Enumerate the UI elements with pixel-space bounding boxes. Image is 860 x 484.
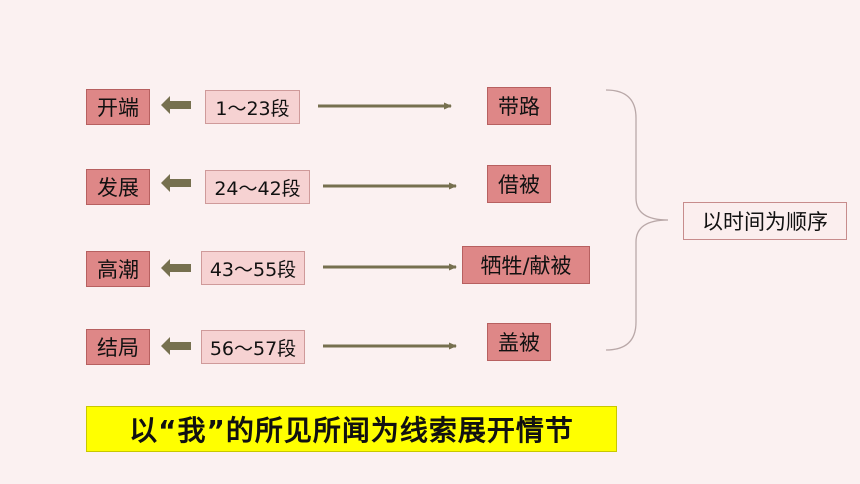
stage-box-opening: 开端 — [86, 89, 150, 125]
paragraph-range-climax: 43～55段 — [201, 251, 305, 285]
event-box-borrow-quilt: 借被 — [487, 165, 551, 203]
left-block-arrow-3 — [161, 259, 191, 277]
summary-box-time-order: 以时间为顺序 — [683, 202, 847, 240]
left-block-arrow-1 — [161, 96, 191, 114]
left-block-arrow-4 — [161, 337, 191, 355]
event-box-sacrifice: 牺牲/献被 — [462, 246, 590, 284]
left-block-arrow-2 — [161, 174, 191, 192]
stage-box-ending: 结局 — [86, 329, 150, 365]
paragraph-range-development: 24～42段 — [205, 170, 310, 204]
grouping-brace — [605, 89, 669, 351]
event-box-cover-quilt: 盖被 — [487, 323, 551, 361]
stage-box-climax: 高潮 — [86, 251, 150, 287]
paragraph-range-ending: 56～57段 — [201, 330, 305, 364]
paragraph-range-opening: 1～23段 — [205, 90, 300, 124]
theme-banner: 以“我”的所见所闻为线索展开情节 — [86, 406, 617, 452]
event-box-guide: 带路 — [487, 87, 551, 125]
stage-box-development: 发展 — [86, 169, 150, 205]
